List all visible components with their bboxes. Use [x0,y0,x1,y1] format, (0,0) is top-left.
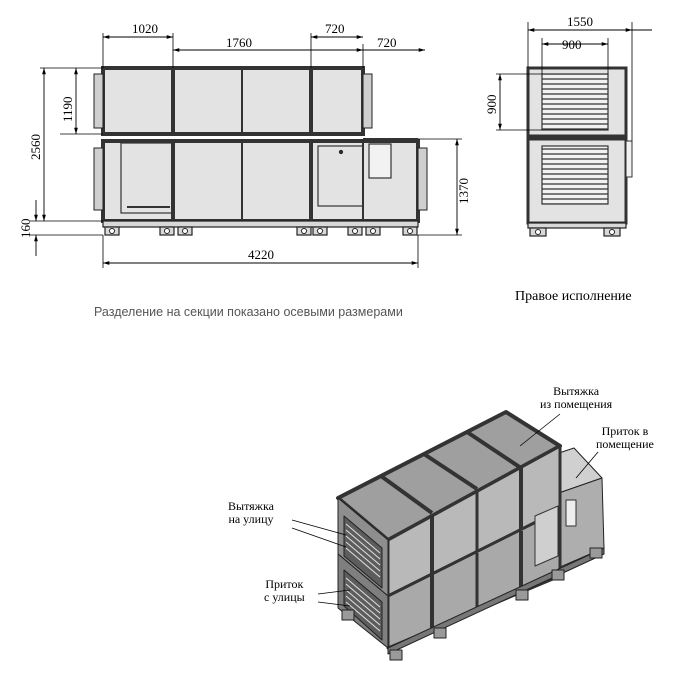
dim-720b: 720 [377,35,397,50]
callout-supply-room-line2: помещение [596,437,654,451]
dim-2560: 2560 [28,134,43,160]
side-upper-louver [541,73,609,131]
callout-exhaust-outside-line2: на улицу [228,512,274,526]
dim-720a: 720 [325,21,345,36]
side-view: 1550 900 900 [484,14,652,237]
upper-section-body [102,67,364,135]
dim-160: 160 [18,219,33,239]
upper-right-flange [362,73,373,129]
base-rail [102,220,419,228]
lower-right-flange [417,147,428,211]
inner-panel-left [120,142,174,214]
callout-exhaust-outside: Вытяжка на улицу [228,500,274,526]
callout-supply-room-line1: Приток в [601,424,649,438]
side-view-caption: Правое исполнение [515,289,632,304]
side-panel-right [625,140,633,178]
dim-900w: 900 [562,37,582,52]
dim-900h: 900 [484,95,499,115]
upper-left-flange [93,73,104,129]
dim-1370: 1370 [456,178,471,204]
section-note: Разделение на секции показано осевыми ра… [94,305,403,319]
side-lower-louver [541,145,609,205]
inner-panel-right [317,145,364,207]
callout-supply-outside-line2: с улицы [264,590,305,604]
isometric-view [291,410,605,661]
callout-supply-outside: Приток с улицы [264,578,305,604]
callout-exhaust-room: Вытяжка из помещения [540,385,612,411]
callout-exhaust-outside-line1: Вытяжка [228,499,274,513]
dim-1760: 1760 [226,35,252,50]
callout-exhaust-room-line2: из помещения [540,397,613,411]
dim-1020: 1020 [132,21,158,36]
dim-1550: 1550 [567,14,593,29]
callout-exhaust-room-line1: Вытяжка [553,384,600,398]
lower-left-flange [93,147,104,211]
dim-4220: 4220 [248,247,274,262]
callout-supply-room: Приток в помещение [596,425,654,451]
dim-1190: 1190 [60,96,75,122]
control-box [368,143,392,179]
front-view: 1020 1760 720 720 1190 2560 1370 160 422… [18,21,471,268]
callout-supply-outside-line1: Приток [265,577,304,591]
